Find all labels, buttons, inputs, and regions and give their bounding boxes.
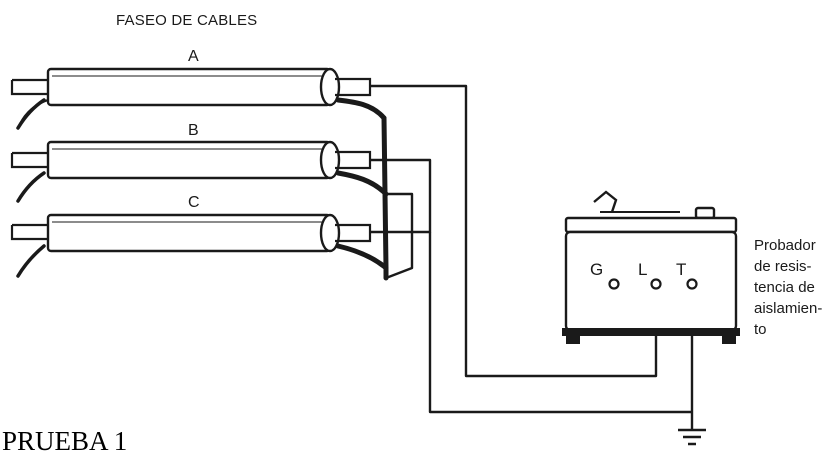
cable-c-label: C bbox=[188, 194, 200, 211]
ground-icon bbox=[678, 428, 706, 446]
cable-b-label: B bbox=[188, 122, 199, 139]
svg-text:Probador: Probador bbox=[754, 237, 816, 254]
terminal-l-label: L bbox=[638, 260, 647, 279]
diagram-title: FASEO DE CABLES bbox=[116, 12, 257, 29]
cable-a-label: A bbox=[188, 48, 199, 65]
svg-text:aislamien-: aislamien- bbox=[754, 300, 822, 317]
svg-text:de resis-: de resis- bbox=[754, 258, 812, 275]
sheath-bond-wire bbox=[381, 115, 389, 281]
terminal-l bbox=[650, 278, 662, 290]
wire-to-t bbox=[428, 232, 692, 414]
cable-c bbox=[10, 213, 389, 278]
wire-a-to-l bbox=[370, 84, 658, 378]
wire-bus bbox=[385, 192, 414, 280]
svg-text:to: to bbox=[754, 321, 767, 338]
caption: PRUEBA 1 bbox=[2, 426, 127, 456]
tester-description: Probador de resis- tencia de aislamien- … bbox=[754, 237, 822, 338]
insulation-tester bbox=[562, 190, 740, 344]
terminal-t-label: T bbox=[676, 260, 686, 279]
wire-b-c-junction bbox=[370, 158, 432, 234]
terminal-g bbox=[608, 278, 620, 290]
terminal-t bbox=[686, 278, 698, 290]
cable-b bbox=[10, 140, 389, 203]
svg-text:tencia de: tencia de bbox=[754, 279, 815, 296]
cable-a bbox=[10, 67, 387, 130]
terminal-g-label: G bbox=[590, 260, 603, 279]
